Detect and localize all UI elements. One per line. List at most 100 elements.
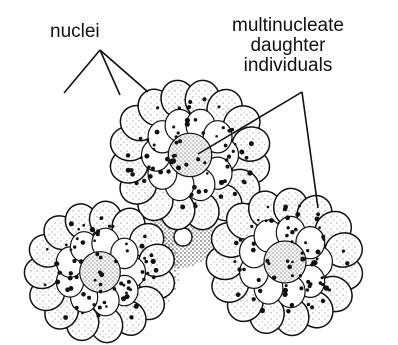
nucleus-dot — [258, 289, 262, 293]
nucleus-dot — [287, 226, 290, 229]
nucleus-dot — [93, 239, 96, 242]
nucleus-dot — [250, 225, 253, 228]
nuclei-pointer-3 — [64, 50, 100, 93]
nucleus-dot — [121, 296, 126, 301]
nucleus-dot — [233, 192, 237, 196]
nucleus-dot — [187, 105, 191, 109]
daughter-label-line-1: multinucleate — [232, 16, 344, 36]
nucleus-dot — [285, 234, 289, 238]
nucleus-dot — [342, 250, 345, 253]
daughter-label-line-2: daughter — [232, 36, 344, 56]
nucleus-dot — [175, 135, 178, 138]
nucleus-dot — [125, 243, 128, 246]
nucleus-dot — [306, 249, 309, 252]
nucleus-dot — [196, 157, 200, 161]
nucleus-dot — [98, 270, 102, 274]
nuclei-pointer-1 — [100, 50, 120, 95]
nucleus-dot — [204, 189, 208, 193]
daughter-individuals-label: multinucleate daughter individuals — [232, 16, 344, 76]
nucleus-dot — [92, 303, 95, 306]
nucleus-dot — [73, 245, 76, 248]
nucleus-dot — [99, 283, 103, 287]
nucleus-dot — [177, 131, 180, 134]
nucleus-dot — [65, 244, 68, 247]
nucleus-dot — [215, 135, 218, 138]
nucleus-dot — [150, 253, 154, 257]
nucleus-dot — [126, 153, 130, 157]
nucleus-dot — [114, 260, 118, 264]
nucleus-dot — [321, 283, 324, 286]
nucleus-dot — [125, 292, 128, 295]
nucleus-dot — [77, 228, 80, 231]
nucleus-dot — [269, 218, 274, 223]
nucleus-dot — [147, 272, 150, 275]
nucleus-dot — [309, 282, 313, 286]
nucleus-dot — [265, 219, 268, 222]
nucleus-dot — [222, 126, 225, 129]
nucleus-dot — [100, 216, 104, 220]
nucleus-dot — [69, 221, 74, 226]
nucleus-dot — [241, 151, 244, 154]
nucleus-dot — [172, 154, 176, 158]
nucleus-dot — [178, 139, 182, 143]
nucleus-dot — [82, 224, 85, 227]
nucleus-dot — [143, 257, 146, 260]
nucleus-dot — [233, 260, 236, 263]
nucleus-dot — [301, 252, 304, 255]
nucleus-dot — [219, 194, 224, 199]
nucleus-dot — [103, 301, 107, 305]
nucleus-dot — [345, 261, 349, 265]
nucleus-dot — [190, 193, 194, 197]
nucleus-dot — [146, 138, 149, 141]
nucleus-dot — [81, 312, 84, 315]
nucleus-dot — [113, 287, 117, 291]
nucleus-dot — [184, 163, 188, 167]
nucleus-dot — [315, 217, 320, 222]
nucleus-dot — [307, 303, 310, 306]
nucleus-dot — [96, 314, 100, 318]
nucleus-dot — [251, 248, 256, 253]
nucleus-dot — [153, 148, 156, 151]
nucleus-dot — [300, 257, 305, 262]
nucleus-dot — [98, 306, 102, 310]
nucleus-dot — [286, 309, 290, 313]
nucleus-dot — [316, 258, 319, 261]
nucleus-dot — [144, 154, 149, 159]
nucleus-dot — [90, 227, 95, 232]
nucleus-dot — [234, 143, 237, 146]
nucleus-dot — [72, 259, 76, 263]
nucleus-dot — [99, 290, 103, 294]
nucleus-dot — [44, 283, 47, 286]
nucleus-dot — [105, 305, 108, 308]
nucleus-dot — [68, 276, 73, 281]
nucleus-dot — [140, 156, 143, 159]
nucleus-dot — [141, 270, 145, 274]
nucleus-dot — [148, 174, 153, 179]
nucleus-dot — [135, 181, 139, 185]
nucleus-dot — [257, 278, 261, 282]
nucleus-dot — [185, 118, 190, 123]
nucleus-dot — [295, 212, 300, 217]
nucleus-dot — [242, 268, 246, 272]
nucleus-dot — [129, 288, 132, 291]
nucleus-dot — [203, 161, 206, 164]
nucleus-dot — [81, 292, 86, 297]
nucleus-dot — [166, 169, 170, 173]
nucleus-dot — [151, 259, 156, 264]
nucleus-dot — [152, 275, 156, 279]
nucleus-dot — [175, 141, 179, 145]
nucleus-dot — [130, 172, 135, 177]
nucleus-dot — [224, 144, 228, 148]
nucleus-dot — [223, 179, 227, 183]
nucleus-dot — [57, 271, 61, 275]
nucleus-dot — [272, 276, 277, 281]
nucleus-dot — [194, 205, 197, 208]
nucleus-dot — [239, 238, 243, 242]
nucleus-dot — [153, 144, 156, 147]
nucleus-dot — [171, 158, 176, 163]
nucleus-dot — [95, 252, 99, 256]
nucleus-dot — [202, 131, 206, 135]
nucleus-dot — [158, 170, 163, 175]
nucleus-dot — [283, 292, 288, 297]
nucleus-dot — [188, 100, 192, 104]
